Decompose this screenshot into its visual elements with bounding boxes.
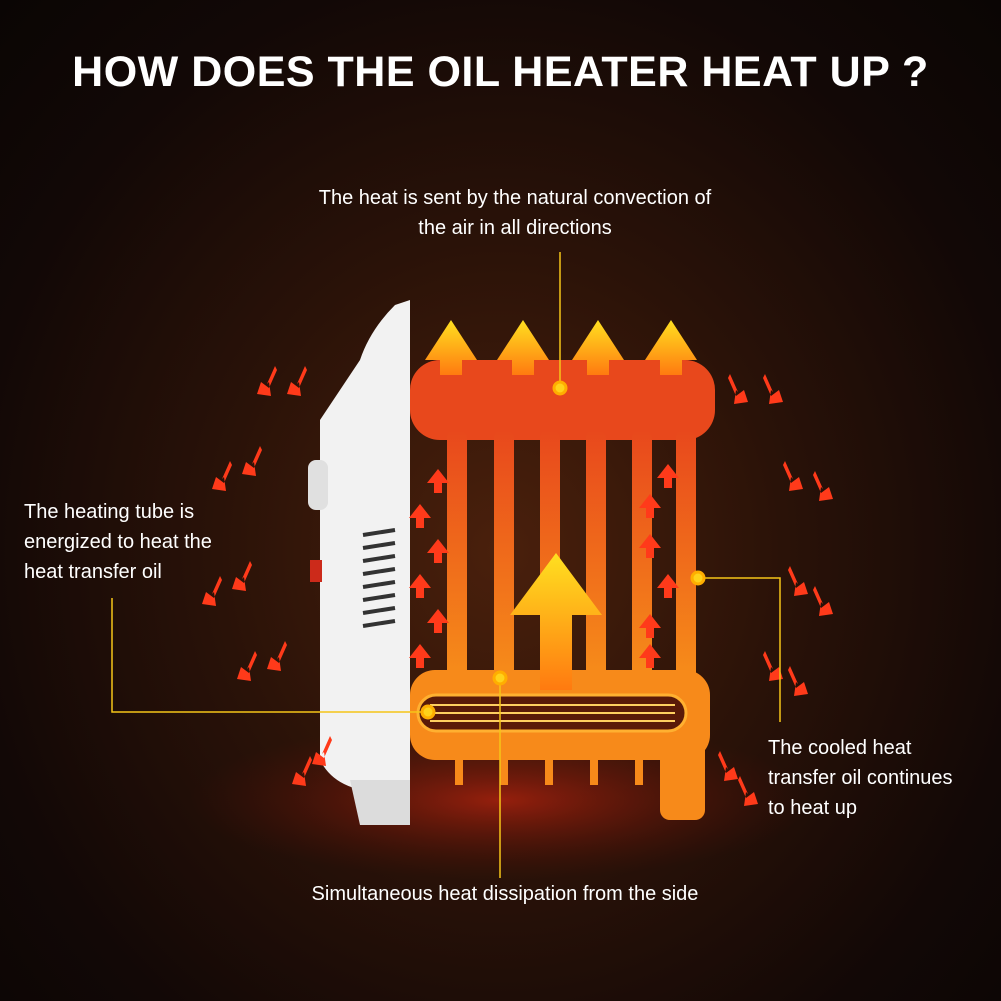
label-line: the air in all directions xyxy=(418,217,612,239)
red-diagonal-arrow xyxy=(813,471,833,501)
red-diagonal-arrow xyxy=(312,736,332,766)
label-line: heat transfer oil xyxy=(24,561,162,583)
red-diagonal-arrow xyxy=(718,751,738,781)
red-diagonal-arrow xyxy=(783,461,803,491)
red-up-arrow xyxy=(409,574,431,598)
red-diagonal-arrow xyxy=(763,651,783,681)
red-diagonal-arrow xyxy=(232,561,252,591)
label-line: energized to heat the xyxy=(24,531,212,553)
red-diagonal-arrow xyxy=(813,586,833,616)
label-line: The heating tube is xyxy=(24,501,195,523)
heating-tube-label: The heating tube is energized to heat th… xyxy=(24,497,212,587)
thermostat-knob xyxy=(308,460,328,510)
oil-flow-arrows xyxy=(409,464,679,668)
power-switch xyxy=(310,560,322,582)
red-up-arrow xyxy=(639,644,661,668)
air-intake-arrows xyxy=(202,366,833,806)
red-up-arrow xyxy=(427,469,449,493)
control-panel xyxy=(308,300,410,825)
red-diagonal-arrow xyxy=(788,666,808,696)
convection-arrows xyxy=(425,320,697,690)
cooled-oil-label: The cooled heat transfer oil continues t… xyxy=(768,733,953,823)
red-diagonal-arrow xyxy=(237,651,257,681)
page-title: HOW DOES THE OIL HEATER HEAT UP ? xyxy=(72,48,929,96)
red-diagonal-arrow xyxy=(242,446,262,476)
red-up-arrow xyxy=(409,644,431,668)
red-diagonal-arrow xyxy=(738,776,758,806)
label-line: transfer oil continues xyxy=(768,767,953,789)
red-up-arrow xyxy=(639,494,661,518)
red-up-arrow xyxy=(409,504,431,528)
callout-lines xyxy=(111,252,781,878)
callout-dots xyxy=(420,380,706,720)
convection-label: The heat is sent by the natural convecti… xyxy=(250,183,780,243)
label-line: to heat up xyxy=(768,797,857,819)
red-up-arrow xyxy=(657,464,679,488)
red-up-arrow xyxy=(639,614,661,638)
red-up-arrow xyxy=(427,609,449,633)
side-dissipation-label: Simultaneous heat dissipation from the s… xyxy=(311,883,699,905)
red-diagonal-arrow xyxy=(763,374,783,404)
red-diagonal-arrow xyxy=(728,374,748,404)
red-diagonal-arrow xyxy=(257,366,277,396)
red-diagonal-arrow xyxy=(287,366,307,396)
red-diagonal-arrow xyxy=(292,756,312,786)
label-line: The heat is sent by the natural convecti… xyxy=(318,187,712,209)
red-diagonal-arrow xyxy=(788,566,808,596)
red-up-arrow xyxy=(639,534,661,558)
label-line: The cooled heat xyxy=(768,737,912,759)
red-up-arrow xyxy=(427,539,449,563)
red-diagonal-arrow xyxy=(202,576,222,606)
red-diagonal-arrow xyxy=(212,461,232,491)
red-diagonal-arrow xyxy=(267,641,287,671)
red-up-arrow xyxy=(657,574,679,598)
